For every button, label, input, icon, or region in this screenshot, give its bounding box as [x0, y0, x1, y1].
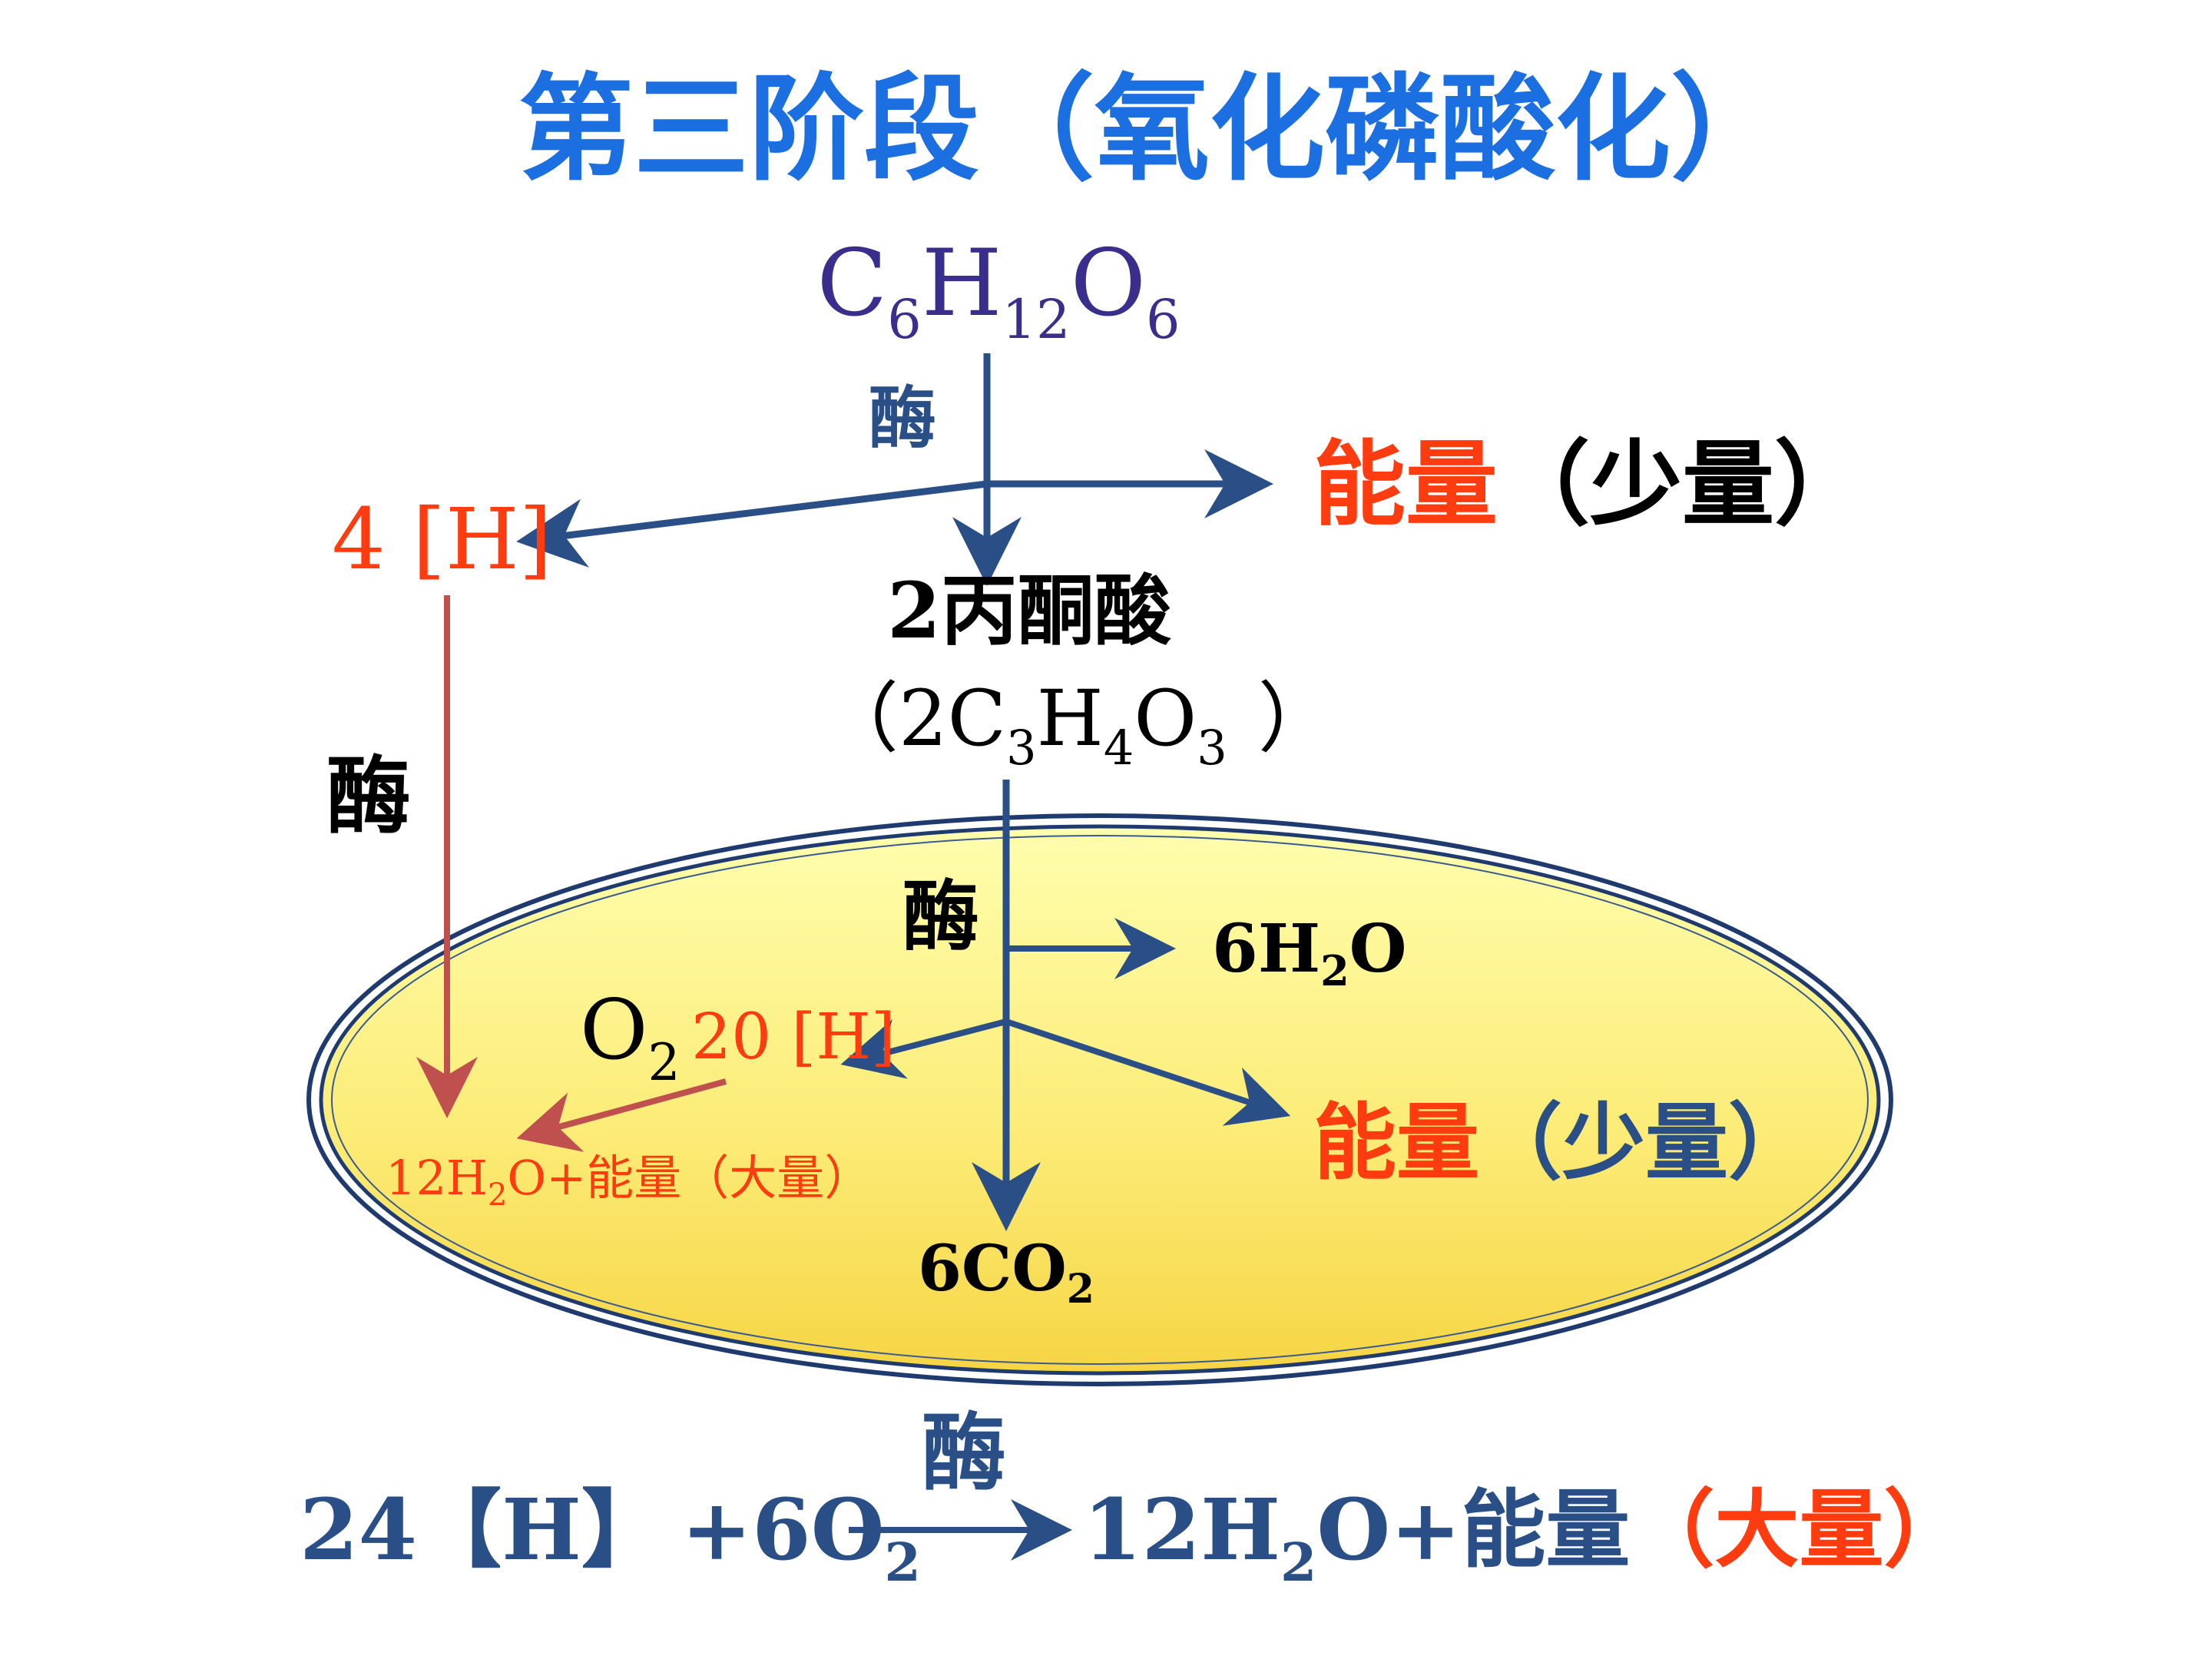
arrow-to-energy-2 [1005, 1018, 1291, 1126]
o2-label: O2 [580, 982, 680, 1092]
mitochondria-ellipse-outer [306, 813, 1893, 1386]
co2-6: 6CO2 [918, 1232, 1094, 1313]
summary-left: 24【H】+6O2 [300, 1480, 921, 1594]
pyruvate-label: 2丙酮酸 [887, 565, 1172, 656]
enzyme-label-1: 酶 [869, 378, 936, 458]
enzyme-label-bottom: 酶 [922, 1403, 1006, 1502]
h4-label: 4 [H] [332, 490, 552, 588]
pyruvate-formula: （2C3H4O3） [822, 674, 1335, 776]
h20-label: 20 [H] [691, 1001, 896, 1074]
arrow-to-20h [840, 1018, 1008, 1079]
glucose-formula: C6H12O6 [816, 230, 1180, 351]
enzyme-label-2: 酶 [902, 871, 979, 962]
red-arrow-20h-to-water [516, 1078, 727, 1152]
mitochondria-ellipse-inner [331, 835, 1869, 1365]
water-6: 6H2O [1212, 910, 1407, 995]
energy-small-1: 能量（少量） [1313, 430, 1866, 538]
energy-small-2: 能量（少量） [1313, 1094, 1811, 1191]
water-12-energy-large: 12H2O+能量（大量） [386, 1150, 872, 1213]
mitochondria-ellipse [319, 824, 1881, 1376]
summary-right: 12H2O+能量（大量） [1083, 1480, 1968, 1594]
enzyme-label-left: 酶 [326, 747, 411, 846]
arrow-to-4h [516, 480, 988, 568]
page-title: 第三阶段（氧化磷酸化） [518, 61, 1786, 197]
